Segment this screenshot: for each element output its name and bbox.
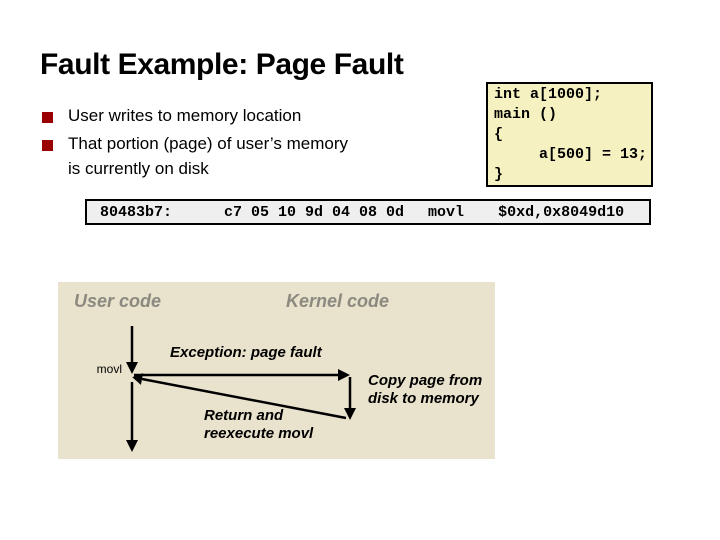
return-label-line: Return and bbox=[204, 407, 284, 424]
exception-label: Exception: page fault bbox=[170, 344, 322, 361]
asm-bytes: c7 05 10 9d 04 08 0d bbox=[224, 203, 405, 221]
bullet-text: User writes to memory location bbox=[68, 106, 302, 125]
control-flow-arrows bbox=[126, 326, 356, 452]
code-line: a[500] = 13; bbox=[494, 146, 648, 163]
kernel-code-label: Kernel code bbox=[286, 291, 390, 311]
code-line: main () bbox=[494, 106, 558, 123]
assembly-instruction-bar: 80483b7: c7 05 10 9d 04 08 0d movl $0xd,… bbox=[85, 199, 651, 225]
return-label: Return and reexecute movl bbox=[204, 407, 313, 443]
copy-page-label-line: Copy page from bbox=[368, 372, 483, 389]
asm-operand: $0xd,0x8049d10 bbox=[498, 203, 625, 221]
code-line: } bbox=[494, 166, 504, 183]
bullet-text: That portion (page) of user’s memory is … bbox=[68, 131, 348, 181]
bullet-marker bbox=[42, 112, 53, 123]
asm-address: 80483b7: bbox=[100, 203, 173, 221]
movl-label: movl bbox=[96, 362, 122, 376]
bullet-text-line: That portion (page) of user’s memory bbox=[68, 134, 348, 153]
page-title: Fault Example: Page Fault bbox=[40, 48, 404, 81]
copy-page-label: Copy page from disk to memory bbox=[368, 372, 482, 408]
code-line: int a[1000]; bbox=[494, 86, 603, 103]
bullet-marker bbox=[42, 140, 53, 151]
c-source-box: int a[1000]; main () { a[500] = 13; } bbox=[486, 82, 653, 187]
asm-mnemonic: movl bbox=[428, 203, 465, 221]
bullet-text-line: is currently on disk bbox=[68, 159, 209, 178]
timeline-diagram-panel: User code Kernel code movl Exception: pa… bbox=[58, 282, 495, 459]
return-label-line: reexecute movl bbox=[204, 425, 314, 442]
user-code-label: User code bbox=[74, 291, 162, 311]
code-line: { bbox=[494, 126, 504, 143]
copy-page-label-line: disk to memory bbox=[368, 390, 479, 407]
